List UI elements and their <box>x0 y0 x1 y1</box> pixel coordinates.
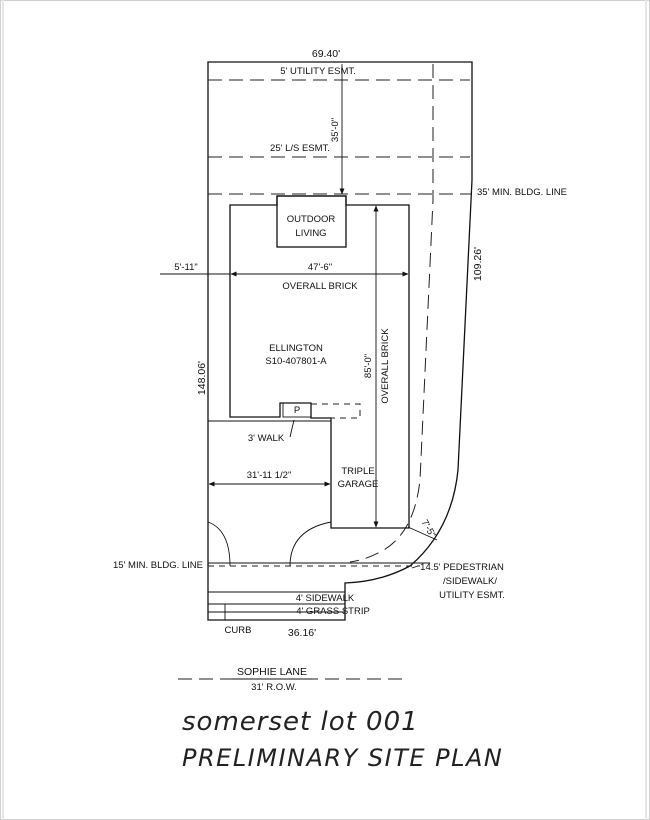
garage-roofline <box>311 403 361 419</box>
pedestrian-leader <box>411 565 419 569</box>
min-bldg-line-35-label: 35' MIN. BLDG. LINE <box>477 187 567 198</box>
outdoor-living-label-2: LIVING <box>295 228 326 239</box>
plan-number-label: S10-407801-A <box>265 356 327 367</box>
side-setback-label: 5'-11" <box>174 262 198 273</box>
driveway-right-flare <box>289 521 332 567</box>
sidewalk-label: 4' SIDEWALK <box>296 593 355 604</box>
grass-strip-label: 4' GRASS STRIP <box>296 606 370 617</box>
outdoor-living-label-1: OUTDOOR <box>287 214 336 225</box>
title-line-2: PRELIMINARY SITE PLAN <box>182 744 503 772</box>
driveway-left-flare <box>207 521 231 567</box>
corner-dim-label: 7'-5" <box>419 518 438 540</box>
ls-esmt-label: 25' L/S ESMT. <box>270 143 330 154</box>
corner-dim-line <box>407 526 438 541</box>
overall-brick-v-label: OVERALL BRICK <box>380 328 391 404</box>
frontage-dim-label: 69.40' <box>312 48 340 60</box>
pedestrian-esmt-label-3: UTILITY ESMT. <box>439 590 505 601</box>
plan-name-label: ELLINGTON <box>269 343 323 354</box>
utility-esmt-label: 5' UTILITY ESMT. <box>280 66 356 77</box>
overall-brick-h-label: OVERALL BRICK <box>282 281 358 292</box>
row-label: 31' R.O.W. <box>251 682 297 693</box>
curb-label: CURB <box>225 625 252 636</box>
title-line-1: somerset lot 001 <box>182 707 419 737</box>
outdoor-living-area <box>276 195 347 248</box>
side-dim-right-label: 109.26' <box>472 247 484 281</box>
street-dim-label: 36.16' <box>288 627 316 639</box>
garage-label-1: TRIPLE <box>341 466 374 477</box>
width-dim-label: 47'-6" <box>308 262 332 273</box>
porch <box>282 402 312 418</box>
porch-label: P <box>294 405 300 416</box>
setback-35-dim-label: 35'-0" <box>330 118 341 142</box>
side-dim-left-label: 148.06' <box>196 361 208 395</box>
driveway-dim-label: 31'-11 1/2" <box>247 470 292 481</box>
garage-label-2: GARAGE <box>338 479 379 490</box>
side-easement-line <box>349 64 434 563</box>
pedestrian-esmt-label-2: /SIDEWALK/ <box>443 576 497 587</box>
walk-label: 3' WALK <box>248 433 285 444</box>
depth-dim-label: 85'-0" <box>363 354 374 378</box>
pedestrian-esmt-label-1: 14.5' PEDESTRIAN <box>420 562 504 573</box>
walk-leader <box>289 419 295 438</box>
min-bldg-line-15-label: 15' MIN. BLDG. LINE <box>113 560 203 571</box>
street-name-label: SOPHIE LANE <box>237 666 307 678</box>
